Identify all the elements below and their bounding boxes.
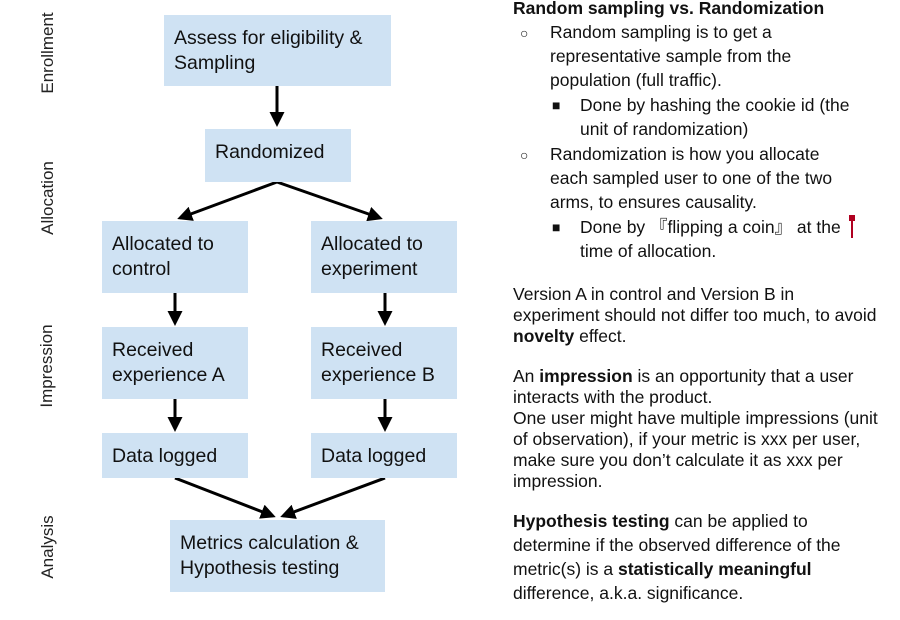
box-data-logged-control-label: Data logged bbox=[112, 445, 218, 467]
para-hypothesis-bold-a: Hypothesis testing bbox=[513, 511, 670, 531]
para-novelty: Version A in control and Version B in ex… bbox=[513, 284, 885, 347]
para-novelty-bold: novelty bbox=[513, 326, 575, 346]
arrow-logged-control-to-metrics bbox=[174, 476, 276, 519]
para-impression-text-d: One user might have multiple impressions… bbox=[513, 408, 878, 491]
arrow-randomized-to-experiment bbox=[276, 180, 383, 222]
para-impression: An impression is an opportunity that a u… bbox=[513, 366, 885, 492]
bullet-randomization-text: Randomization is how you allocate each s… bbox=[550, 144, 833, 212]
box-metrics-label: Metrics calculation & Hypothesis testing bbox=[180, 532, 359, 579]
para-hypothesis: Hypothesis testing can be applied to det… bbox=[513, 509, 885, 605]
box-received-b: Received experience B bbox=[311, 327, 457, 399]
box-assess-label: Assess for eligibility & Sampling bbox=[174, 27, 363, 74]
para-novelty-text-c: effect. bbox=[574, 326, 627, 346]
box-data-logged-experiment-label: Data logged bbox=[321, 445, 427, 467]
para-novelty-text-a: Version A in control and Version B in ex… bbox=[513, 284, 877, 325]
arrow-logged-experiment-to-metrics bbox=[280, 476, 386, 519]
para-hypothesis-bold-c: statistically meaningful bbox=[618, 559, 812, 579]
box-metrics-hypothesis: Metrics calculation & Hypothesis testing bbox=[170, 520, 385, 592]
hollow-bullet-icon: ○ bbox=[520, 147, 529, 163]
bullet-random-sampling-text: Random sampling is to get a representati… bbox=[550, 22, 792, 90]
box-received-b-label: Received experience B bbox=[321, 339, 435, 386]
notes-title: Random sampling vs. Randomization bbox=[513, 0, 825, 18]
arrow-randomized-to-control bbox=[177, 180, 278, 221]
square-bullet-icon: ■ bbox=[552, 219, 561, 235]
sub-bullet-coin-text: Done by 『flipping a coin』 at the time of… bbox=[580, 217, 841, 261]
box-data-logged-experiment: Data logged bbox=[311, 433, 457, 478]
para-hypothesis-text-b: can be applied to determine if the obser… bbox=[513, 511, 841, 579]
box-data-logged-control: Data logged bbox=[102, 433, 248, 478]
box-allocated-control-label: Allocated to control bbox=[112, 233, 214, 280]
text-cursor-icon bbox=[849, 215, 855, 238]
box-allocated-control: Allocated to control bbox=[102, 221, 248, 293]
para-impression-text-c: is an opportunity that a user interacts … bbox=[513, 366, 854, 407]
hollow-bullet-icon: ○ bbox=[520, 25, 529, 41]
box-assess-eligibility: Assess for eligibility & Sampling bbox=[164, 15, 391, 86]
box-received-a-label: Received experience A bbox=[112, 339, 225, 386]
box-allocated-experiment: Allocated to experiment bbox=[311, 221, 457, 293]
box-randomized: Randomized bbox=[205, 129, 351, 182]
para-impression-bold: impression bbox=[539, 366, 633, 386]
sub-bullet-hashing-text: Done by hashing the cookie id (the unit … bbox=[580, 95, 850, 139]
para-hypothesis-text-d: difference, a.k.a. significance. bbox=[513, 583, 744, 603]
box-allocated-experiment-label: Allocated to experiment bbox=[321, 233, 423, 280]
box-received-a: Received experience A bbox=[102, 327, 248, 399]
square-bullet-icon: ■ bbox=[552, 97, 561, 113]
para-impression-text-a: An bbox=[513, 366, 540, 386]
box-randomized-label: Randomized bbox=[215, 141, 325, 163]
